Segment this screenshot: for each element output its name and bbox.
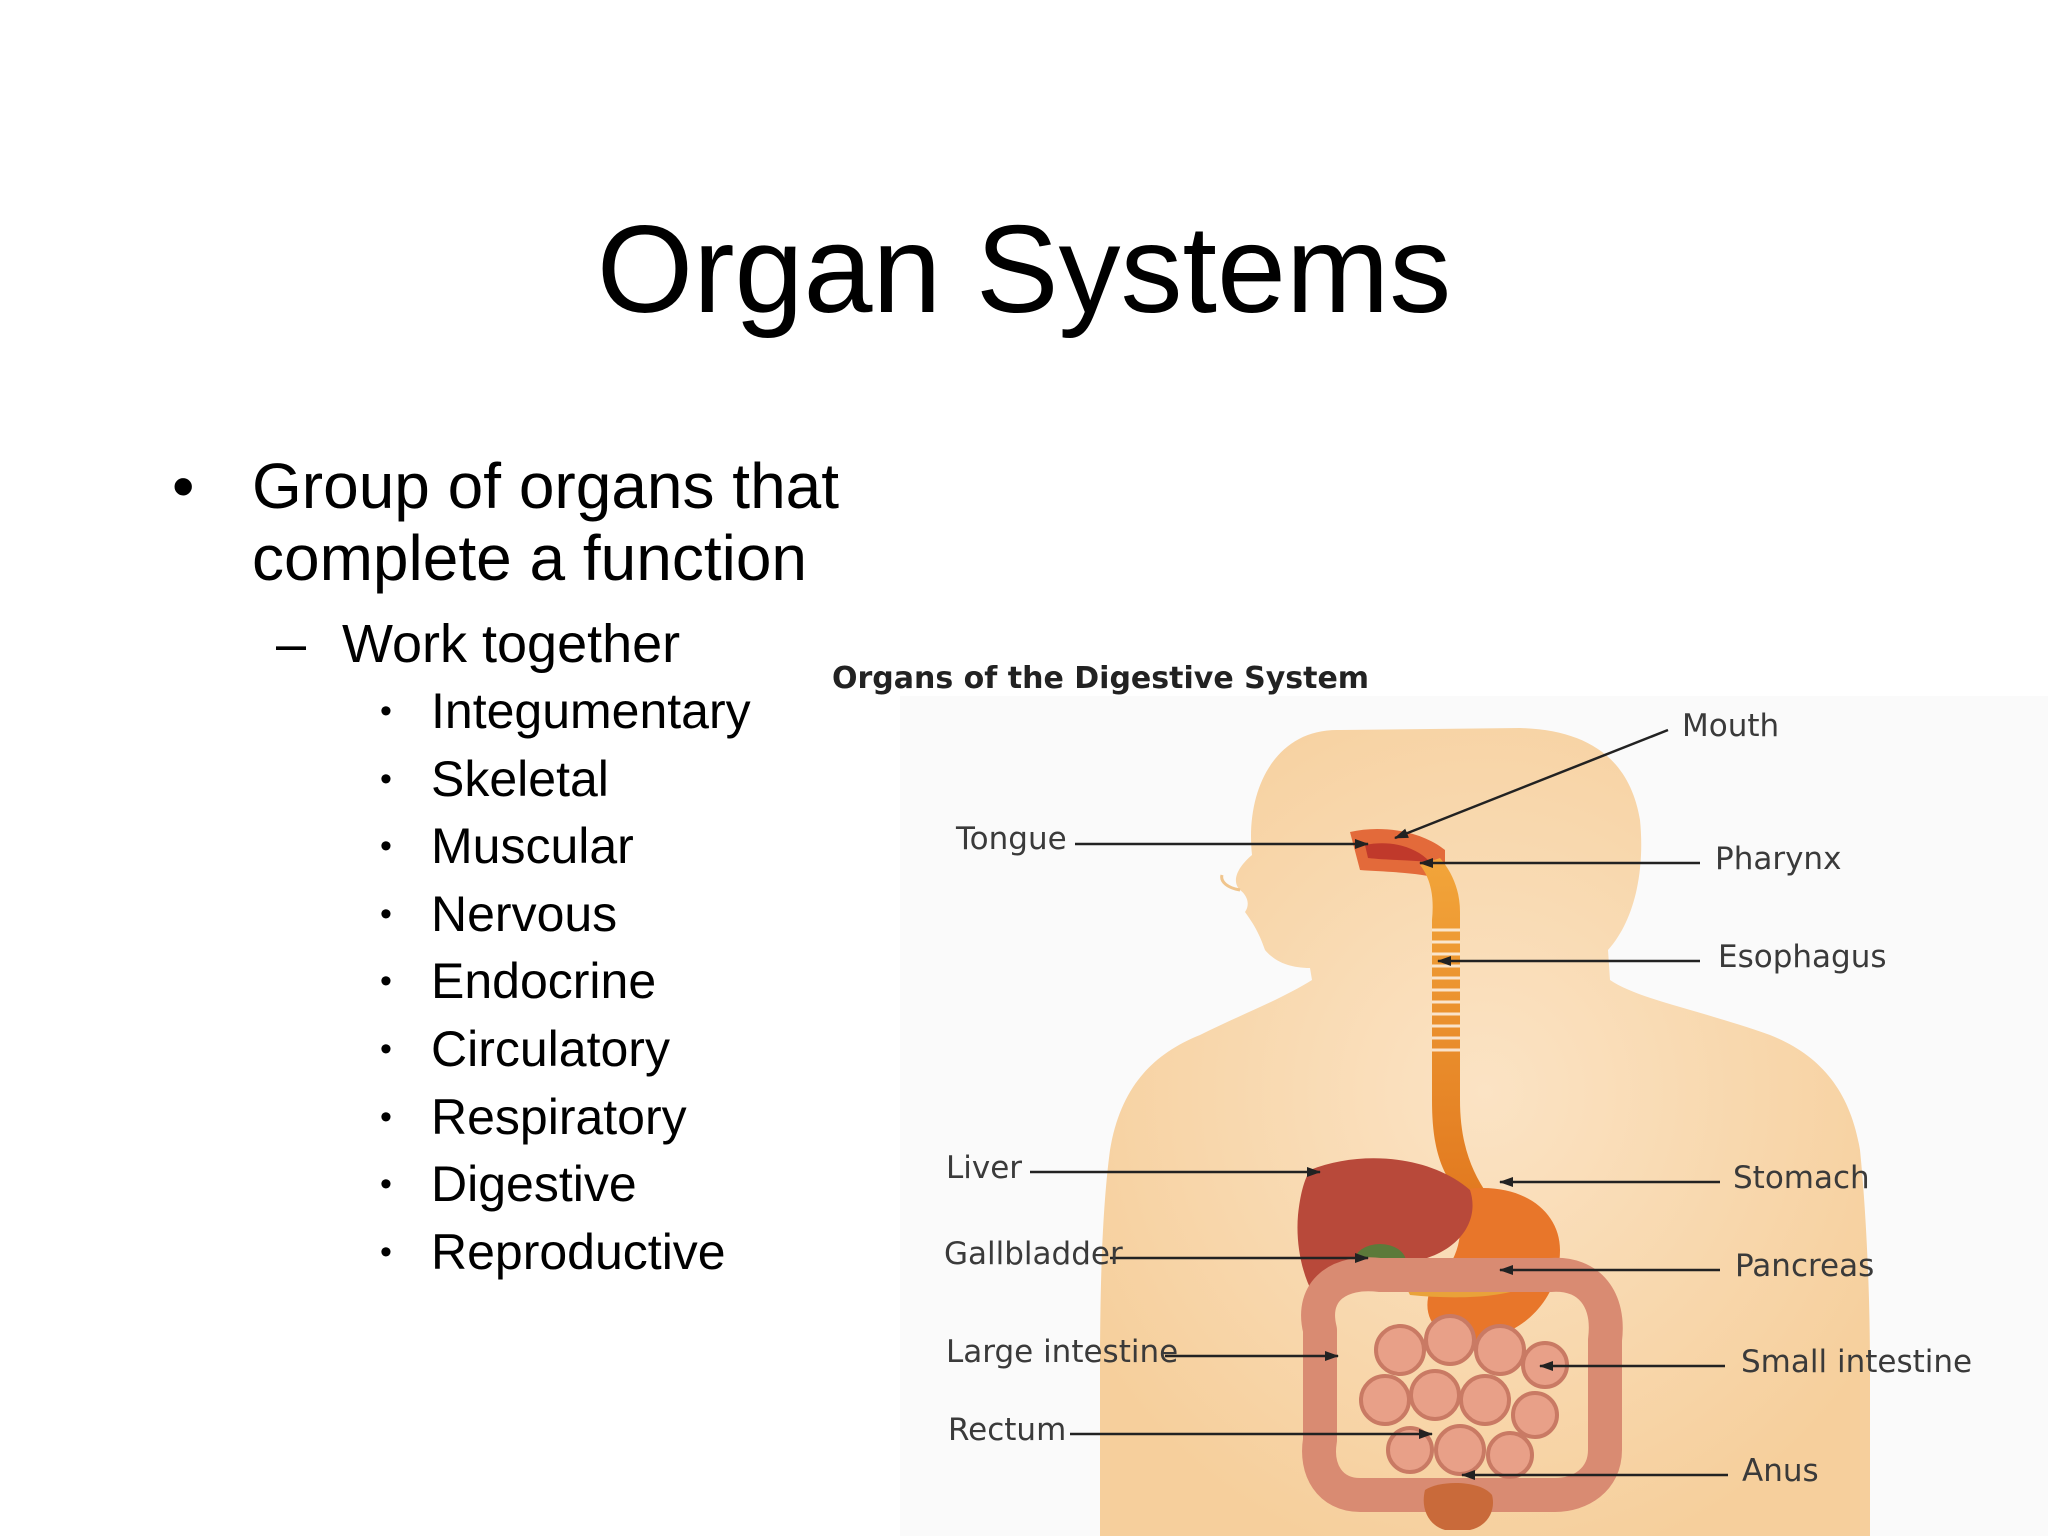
slide-title: Organ Systems (596, 201, 1452, 339)
label-pancreas: Pancreas (1735, 1248, 1874, 1284)
label-gallbladder: Gallbladder (944, 1236, 1123, 1272)
label-anus: Anus (1742, 1453, 1819, 1489)
list-item: • Digestive (0, 1153, 800, 1221)
bullet-marker: • (380, 894, 392, 933)
system-label: Nervous (431, 885, 618, 942)
system-label: Integumentary (431, 683, 751, 739)
label-small-intestine: Small intestine (1741, 1344, 1972, 1380)
list-item: • Skeletal (0, 748, 800, 816)
esophagus-shape (1420, 858, 1488, 1195)
rectum-shape (1423, 1483, 1494, 1530)
system-label: Circulatory (431, 1020, 670, 1077)
bullet-marker: • (380, 759, 392, 798)
system-label: Reproductive (431, 1223, 726, 1280)
list-item: • Respiratory (0, 1086, 800, 1154)
list-item: • Muscular (0, 815, 800, 883)
large-intestine-shape (1301, 1257, 1623, 1512)
system-label: Endocrine (431, 953, 657, 1010)
digestive-diagram-svg: Organs of the Digestive System (832, 661, 2048, 1536)
bullet-marker: • (380, 962, 392, 1001)
bullet-main-text: Group of organs that complete a function (252, 450, 840, 594)
bullet-sub-text: Work together (342, 614, 681, 674)
list-item: • Circulatory (0, 1018, 800, 1086)
sub-bullet-marker: – (276, 614, 307, 674)
label-mouth: Mouth (1682, 708, 1779, 744)
list-item: • Integumentary (0, 680, 800, 748)
label-stomach: Stomach (1733, 1160, 1870, 1196)
system-label: Digestive (431, 1156, 637, 1213)
bullet-marker: • (380, 827, 392, 866)
list-item: • Reproductive (0, 1221, 800, 1289)
label-pharynx: Pharynx (1715, 841, 1841, 877)
bullet-marker: • (380, 1165, 392, 1204)
list-item: • Nervous (0, 883, 800, 951)
label-liver: Liver (946, 1150, 1022, 1186)
digestive-system-diagram: Organs of the Digestive System (820, 650, 2048, 1536)
diagram-title: Organs of the Digestive System (832, 661, 1369, 696)
bullet-marker: • (380, 1232, 392, 1271)
organ-system-list: • Integumentary • Skeletal • Muscular • Nerv… (0, 680, 800, 1288)
body-silhouette (1100, 728, 1870, 1536)
bullet-marker: • (172, 450, 195, 522)
label-large-intestine: Large intestine (946, 1334, 1178, 1370)
label-tongue: Tongue (955, 821, 1067, 857)
leader-lines (1030, 728, 1728, 1480)
bullet-list: • Group of organs that complete a functi… (0, 0, 1000, 1400)
bullet-marker: • (380, 1029, 392, 1068)
bullet-marker: • (380, 692, 392, 730)
system-label: Muscular (431, 818, 634, 875)
label-rectum: Rectum (948, 1412, 1066, 1448)
bullet-marker: • (380, 1097, 392, 1136)
system-label: Skeletal (431, 750, 609, 807)
list-item: • Endocrine (0, 950, 800, 1018)
label-esophagus: Esophagus (1718, 939, 1887, 975)
system-label: Respiratory (431, 1088, 687, 1145)
